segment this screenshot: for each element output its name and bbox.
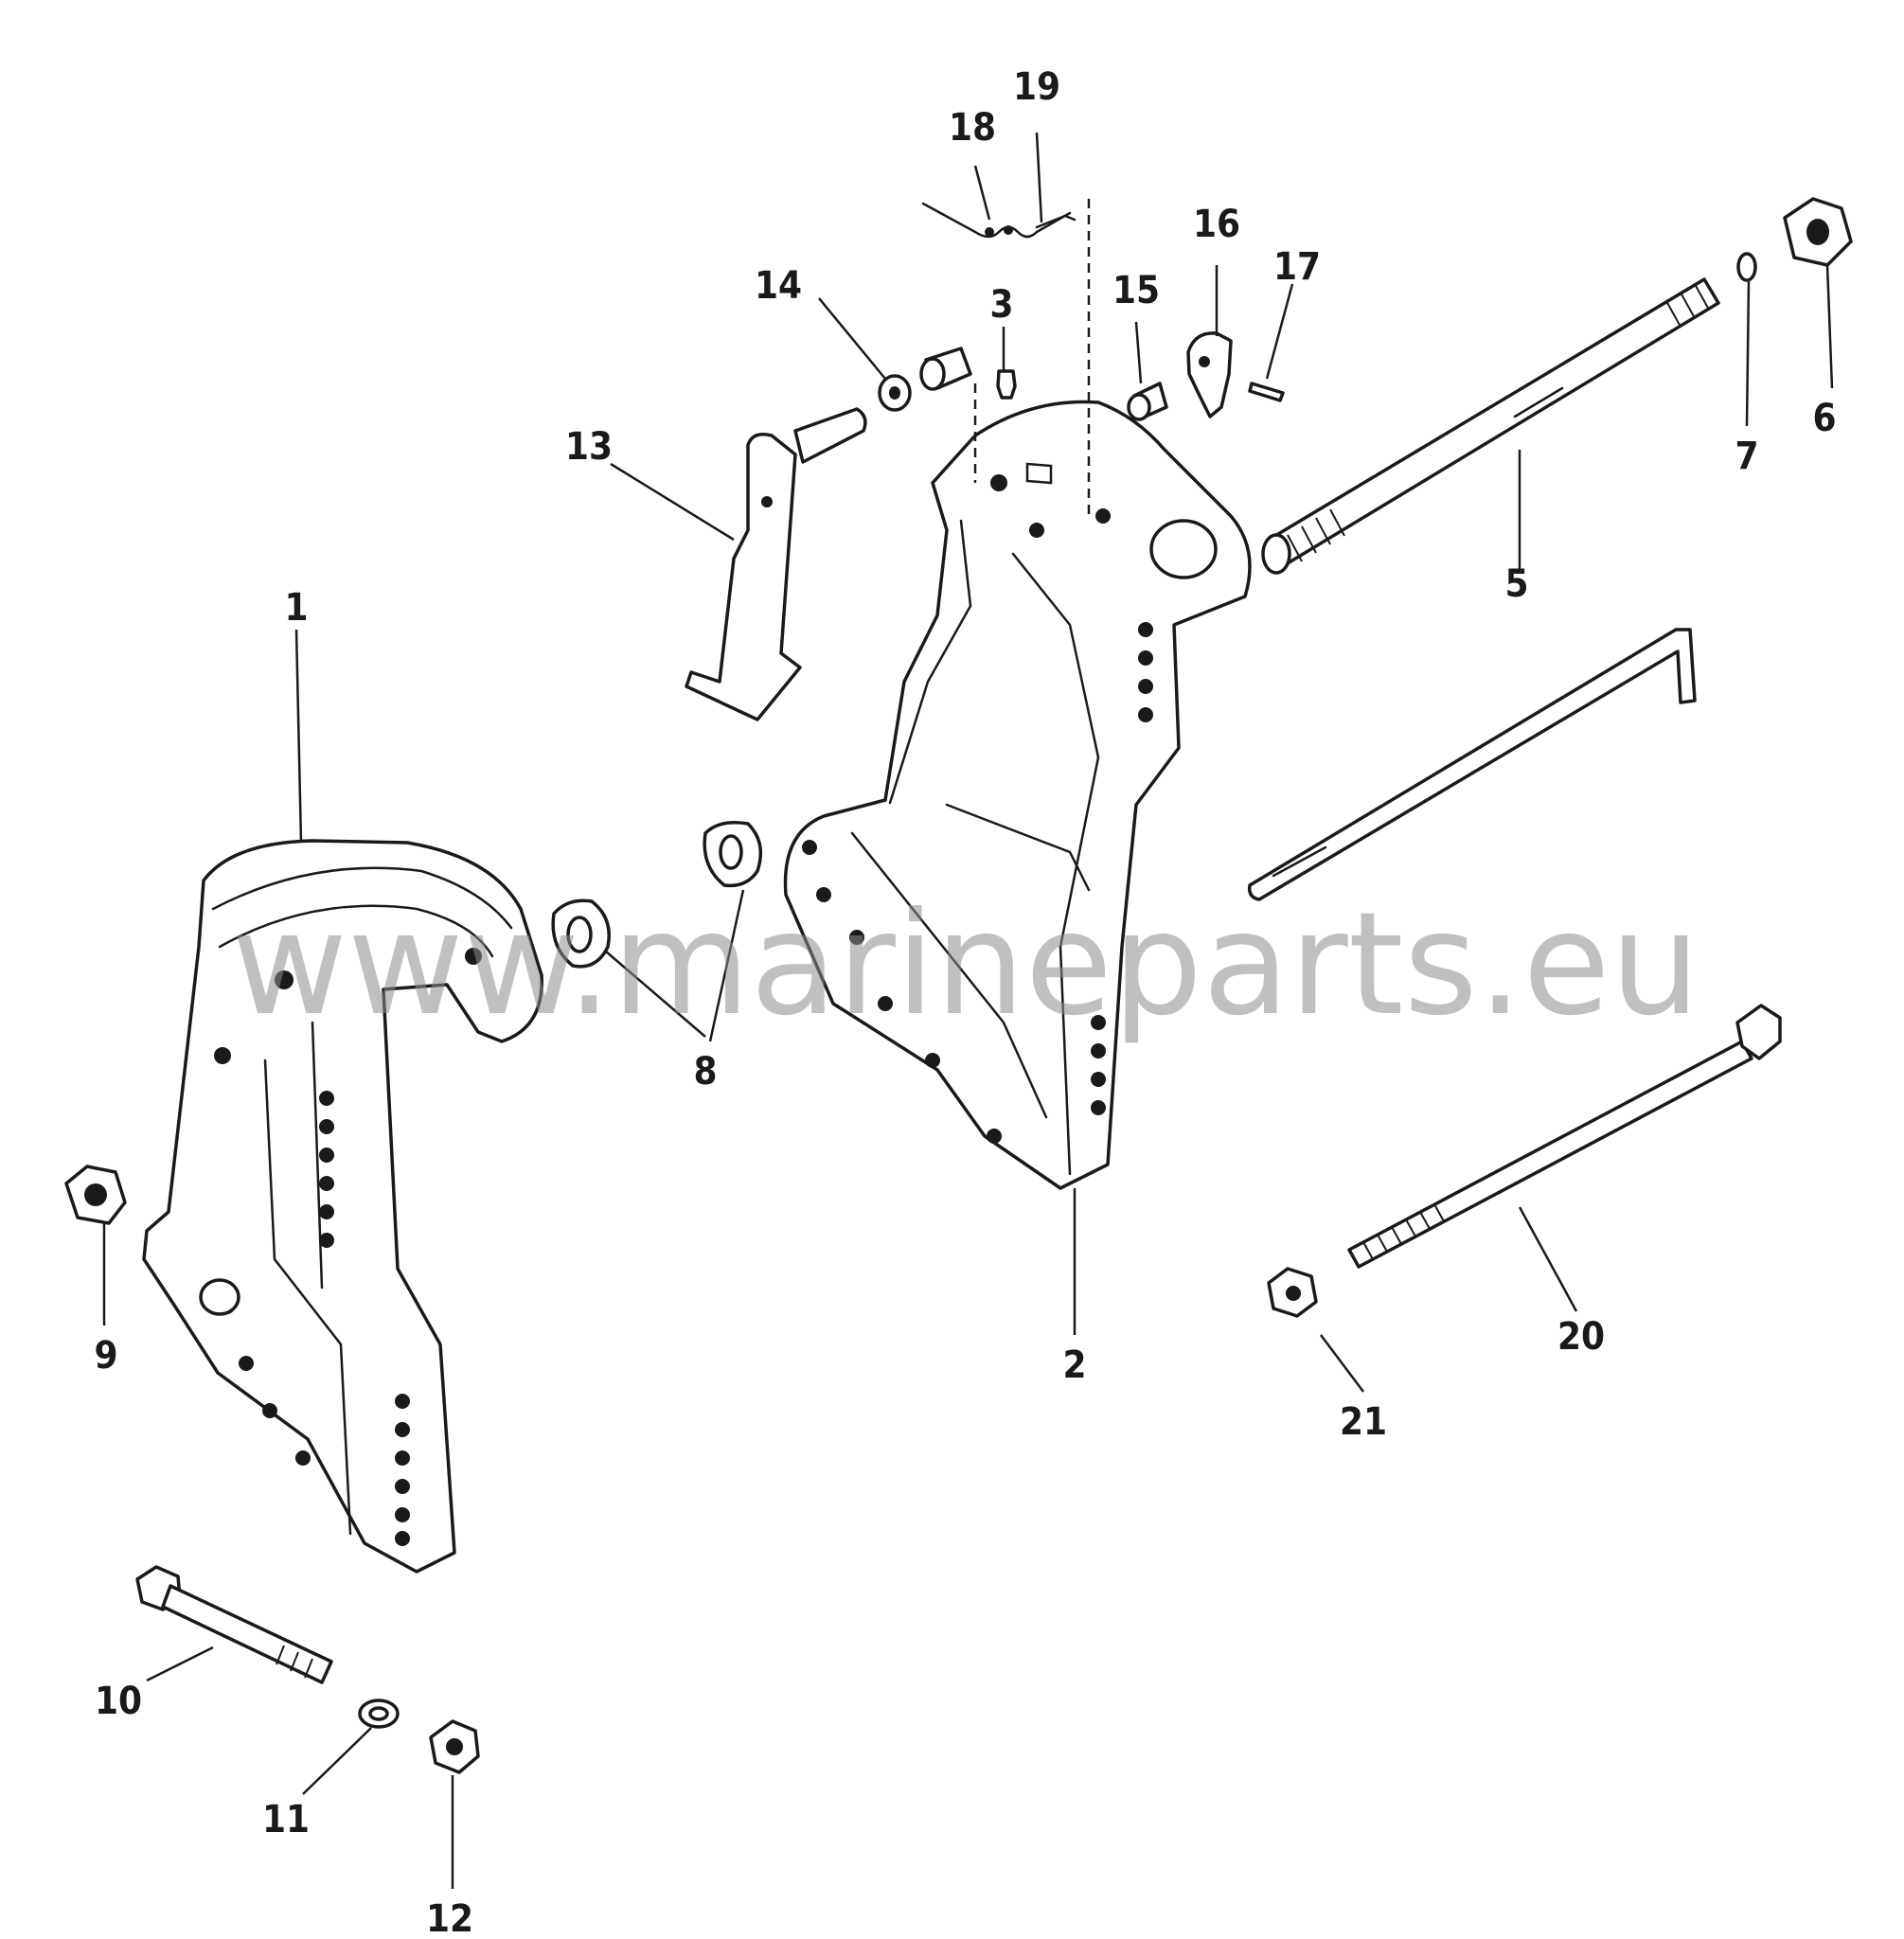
part-14-sleeve[interactable] bbox=[919, 347, 972, 391]
part-19-clip[interactable] bbox=[1035, 214, 1077, 229]
callout-20: 20 bbox=[1557, 1315, 1605, 1359]
callout-3: 3 bbox=[989, 283, 1013, 327]
callout-6: 6 bbox=[1812, 397, 1836, 440]
callout-11: 11 bbox=[262, 1798, 310, 1841]
callout-19: 19 bbox=[1013, 65, 1060, 109]
part-2-clamp-bracket[interactable] bbox=[783, 400, 1252, 1190]
part-20-bolt[interactable] bbox=[1347, 1004, 1782, 1269]
part-8-washer-right[interactable] bbox=[703, 821, 763, 888]
callout-8: 8 bbox=[693, 1050, 717, 1094]
part-12-nut[interactable] bbox=[429, 1719, 480, 1774]
part-6-nut[interactable] bbox=[1783, 197, 1853, 267]
part-1-clamp-bracket[interactable] bbox=[142, 839, 543, 1574]
part-15-bushing[interactable] bbox=[1127, 382, 1168, 421]
leader-lines bbox=[102, 132, 1834, 1889]
callout-1: 1 bbox=[284, 586, 308, 630]
part-16-latch[interactable] bbox=[1186, 331, 1233, 418]
callout-18: 18 bbox=[949, 106, 996, 150]
callout-15: 15 bbox=[1112, 269, 1160, 312]
callout-5: 5 bbox=[1504, 562, 1528, 606]
part-3-screw[interactable] bbox=[996, 369, 1017, 400]
callout-21: 21 bbox=[1340, 1400, 1387, 1444]
callout-17: 17 bbox=[1273, 245, 1321, 289]
part-5-tilt-tube[interactable] bbox=[1261, 277, 1720, 575]
tilt-pin[interactable] bbox=[1247, 628, 1697, 901]
part-21-nut[interactable] bbox=[1267, 1267, 1318, 1318]
part-18-spring[interactable] bbox=[921, 202, 1072, 239]
part-9-nut[interactable] bbox=[64, 1165, 127, 1225]
part-7-washer[interactable] bbox=[1736, 252, 1757, 282]
callout-7: 7 bbox=[1735, 435, 1758, 478]
part-8-washer-left[interactable] bbox=[551, 898, 611, 969]
callout-14: 14 bbox=[755, 264, 802, 308]
watermark-text: www.marineparts.eu bbox=[231, 882, 1700, 1047]
callout-9: 9 bbox=[94, 1334, 117, 1378]
part-17-pin[interactable] bbox=[1248, 382, 1285, 402]
callout-2: 2 bbox=[1062, 1343, 1086, 1387]
callout-12: 12 bbox=[426, 1897, 473, 1939]
callout-labels: 1 2 3 5 6 7 8 9 10 11 12 13 14 15 16 17 … bbox=[94, 65, 1836, 1939]
callout-13: 13 bbox=[565, 425, 613, 469]
part-13-tilt-lever[interactable] bbox=[685, 407, 867, 721]
part-14-nut[interactable] bbox=[878, 374, 912, 412]
callout-10: 10 bbox=[95, 1680, 142, 1723]
callout-16: 16 bbox=[1193, 203, 1240, 246]
part-10-bolt[interactable] bbox=[135, 1565, 333, 1684]
part-11-washer[interactable] bbox=[358, 1699, 400, 1729]
